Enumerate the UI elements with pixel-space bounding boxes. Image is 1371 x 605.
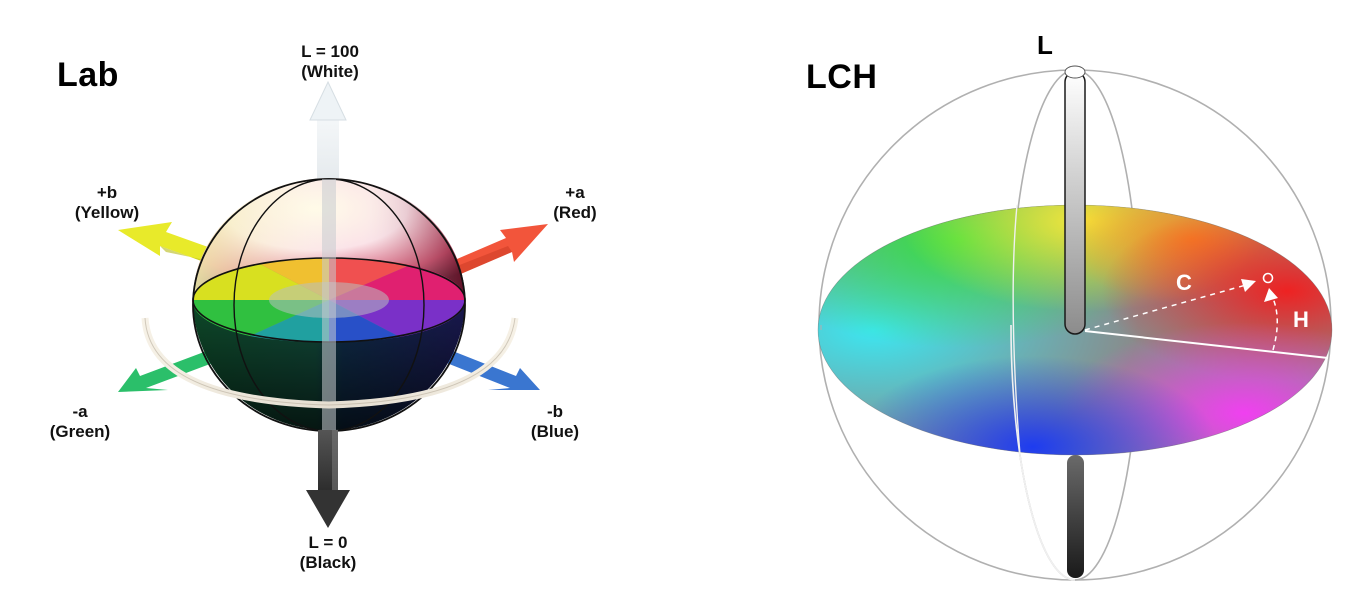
lch-sphere-graphic	[817, 65, 1333, 581]
l-100-label: L = 100(White)	[301, 42, 359, 81]
minus-a-label: -a(Green)	[49, 402, 111, 441]
hue-label: H	[1293, 307, 1309, 332]
chroma-label: C	[1176, 270, 1192, 295]
minus-b-label: -b(Blue)	[530, 402, 580, 441]
lch-title: LCH	[806, 58, 878, 96]
lch-l-axis-label: L	[1037, 30, 1054, 60]
plus-a-label: +a(Red)	[553, 183, 597, 222]
hue-arc-arrow	[1264, 288, 1278, 351]
lab-title: Lab	[57, 56, 119, 94]
color-point-marker	[1262, 272, 1274, 284]
lightness-pole	[1064, 65, 1086, 578]
chroma-arrow	[1084, 272, 1274, 331]
lab-sphere-graphic	[118, 80, 548, 528]
black-axis-arrow	[306, 430, 350, 528]
hue-reference-line	[1084, 330, 1329, 359]
l-0-label: L = 0(Black)	[299, 533, 357, 572]
red-arrow	[450, 224, 548, 276]
plus-b-label: +b(Yellow)	[74, 183, 140, 222]
lab-diagram: Lab	[0, 0, 680, 605]
lch-diagram: LCH L	[690, 0, 1371, 605]
